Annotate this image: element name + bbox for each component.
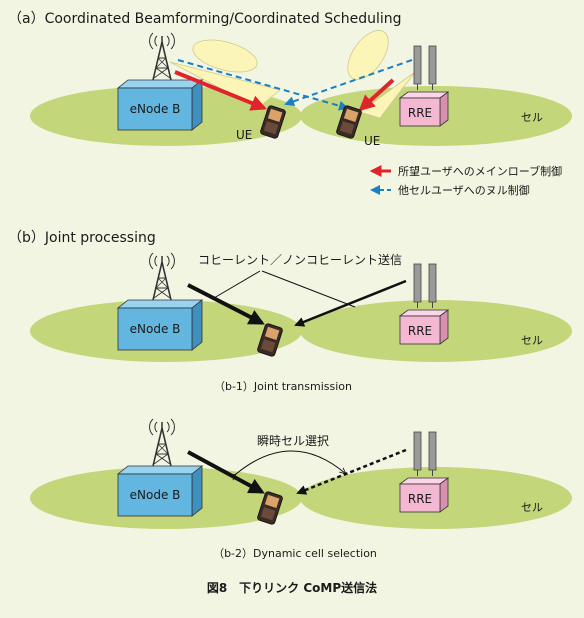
enodeb-b2 [116, 465, 204, 517]
cell-label-b1: セル [521, 334, 543, 347]
switch-arc-arrow [236, 450, 346, 474]
annotation-line [261, 270, 356, 308]
enodeb-a [116, 79, 204, 131]
non-selected-cell-arrow [296, 448, 407, 495]
b1-caption: （b-1）Joint transmission [214, 380, 352, 393]
b1-annotation: コヒーレント／ノンコヒーレント送信 [198, 252, 402, 267]
enodeb-label-b2: eNode B [130, 488, 181, 502]
beam-lobe-right-a [347, 30, 389, 80]
rre-label-a: RRE [408, 106, 432, 120]
ue-label-right: UE [364, 134, 380, 148]
main-lobe-arrow-right [358, 78, 395, 112]
legend-null: 他セルユーザへのヌル制御 [398, 183, 530, 197]
cell-label-b2: セル [521, 501, 543, 514]
ue-label-left: UE [236, 128, 252, 142]
enodeb-b1 [116, 299, 204, 351]
antenna-icon [413, 45, 437, 91]
annotation-line [213, 270, 261, 299]
cell-label-a: セル [521, 111, 543, 124]
rre-a [398, 91, 450, 127]
rre-label-b1: RRE [408, 324, 432, 338]
joint-tx-arrow-enodeb [187, 283, 265, 325]
rre-b2 [398, 477, 450, 513]
b2-caption: （b-2）Dynamic cell selection [213, 547, 377, 560]
tower-icon [148, 32, 176, 81]
enodeb-label-a: eNode B [130, 102, 181, 116]
figure-caption: 図8 下りリンク CoMP送信法 [207, 580, 377, 595]
selected-cell-arrow [187, 450, 265, 494]
panel-a-title: （a）Coordinated Beamforming/Coordinated S… [8, 11, 402, 27]
rre-label-b2: RRE [408, 492, 432, 506]
legend-main-lobe: 所望ユーザへのメインローブ制御 [398, 164, 562, 178]
rre-b1 [398, 309, 450, 345]
tower-icon [148, 252, 176, 301]
tower-icon [148, 418, 176, 467]
enodeb-label-b1: eNode B [130, 322, 181, 336]
joint-tx-arrow-rre [294, 279, 407, 327]
main-lobe-arrow-left [174, 70, 267, 111]
b2-annotation: 瞬時セル選択 [257, 434, 329, 448]
beam-lobe-left-a [192, 39, 258, 73]
null-arrow-to-left-ue [284, 59, 413, 107]
panel-b-title: （b）Joint processing [8, 230, 156, 246]
